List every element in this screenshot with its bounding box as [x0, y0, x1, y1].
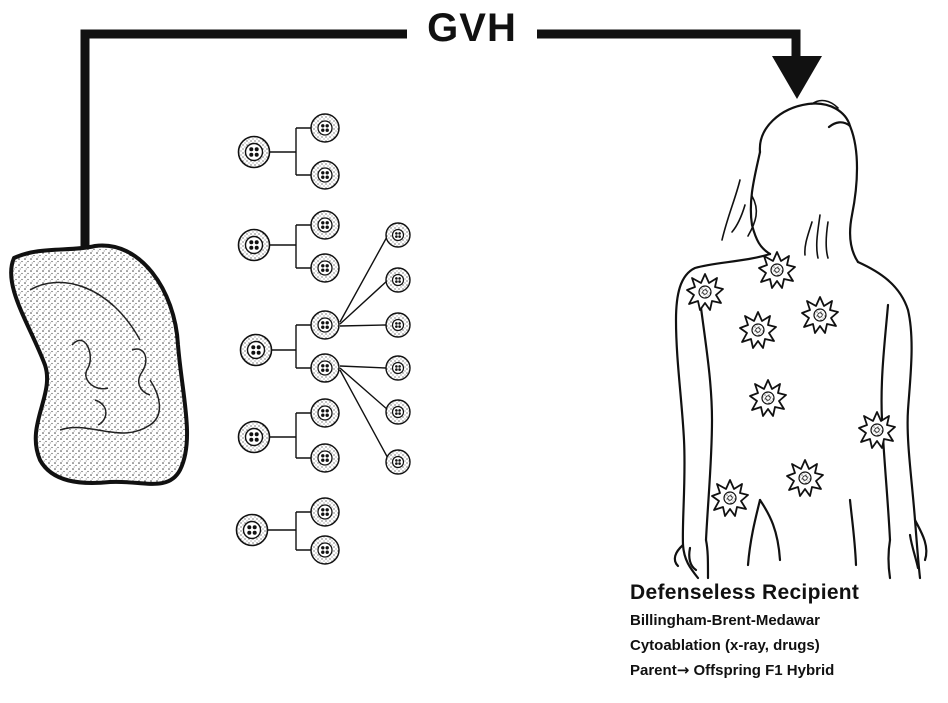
- lymphocyte-icon: [311, 354, 339, 382]
- caption-offspring-text: Offspring F1 Hybrid: [693, 662, 834, 679]
- caption-parent-text: Parent: [630, 662, 677, 679]
- lymphocyte-icon: [311, 498, 339, 526]
- lymphocyte-icon: [239, 422, 270, 453]
- lesion-icon: [712, 480, 748, 516]
- lesion-icon: [802, 297, 838, 333]
- lymphocyte-icon: [386, 313, 410, 337]
- lymphocyte-icon: [237, 515, 268, 546]
- right-arrow-icon: →: [677, 661, 690, 679]
- lymphocyte-icon: [386, 450, 410, 474]
- lymphocyte-icon: [311, 211, 339, 239]
- lymphocyte-icon: [386, 223, 410, 247]
- lesion-icon: [787, 460, 823, 496]
- lesion-icon: [759, 252, 795, 288]
- caption-heading: Defenseless Recipient: [630, 578, 859, 608]
- recipient-caption: Defenseless Recipient Billingham-Brent-M…: [630, 578, 859, 683]
- lymphocyte-icon: [386, 268, 410, 292]
- caption-line-3: Parent→ Offspring F1 Hybrid: [630, 658, 859, 683]
- gvh-arrow-line: [85, 34, 822, 248]
- lymphocyte-icon: [311, 399, 339, 427]
- caption-line-2: Cytoablation (x-ray, drugs): [630, 633, 859, 658]
- lymphocyte-icon: [239, 137, 270, 168]
- human-torso-icon: [675, 101, 927, 578]
- lymphocyte-icon: [311, 444, 339, 472]
- lymphocyte-icon: [311, 161, 339, 189]
- gvh-lesions: [687, 252, 895, 516]
- arrow-down-icon: [772, 56, 822, 99]
- lymphocyte-icon: [311, 254, 339, 282]
- lymphocyte-icon: [386, 400, 410, 424]
- lesion-icon: [859, 412, 895, 448]
- diagram-title: GVH: [407, 4, 537, 52]
- lymphocyte-icon: [241, 335, 272, 366]
- spleen-icon: [11, 246, 187, 484]
- lymphocyte-icon: [239, 230, 270, 261]
- lymphocyte-icon: [311, 311, 339, 339]
- lymphocyte-icon: [386, 356, 410, 380]
- lesion-icon: [750, 380, 786, 416]
- lymphocyte-icon: [311, 114, 339, 142]
- lymphocyte-cells: [237, 114, 411, 564]
- caption-line-1: Billingham-Brent-Medawar: [630, 608, 859, 633]
- lesion-icon: [687, 274, 723, 310]
- lymphocyte-icon: [311, 536, 339, 564]
- lesion-icon: [740, 312, 776, 348]
